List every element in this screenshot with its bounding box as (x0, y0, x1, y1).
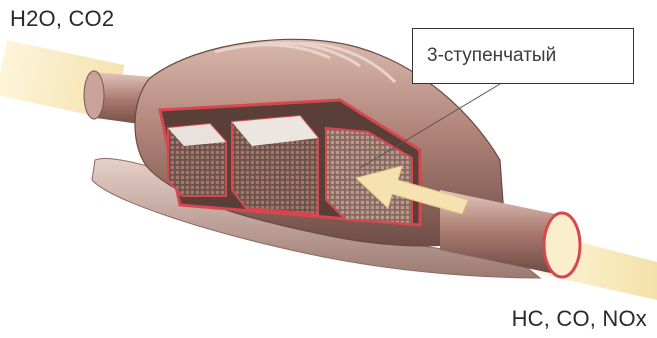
substrate-stage-2 (232, 116, 318, 214)
substrate-stage-1 (168, 124, 226, 196)
inlet-gases-label: HC, CO, NOx (512, 306, 647, 332)
outlet-gases-label: H2O, CO2 (10, 6, 114, 32)
callout-text: 3-ступенчатый (427, 45, 556, 67)
callout-box: 3-ступенчатый (412, 28, 634, 84)
